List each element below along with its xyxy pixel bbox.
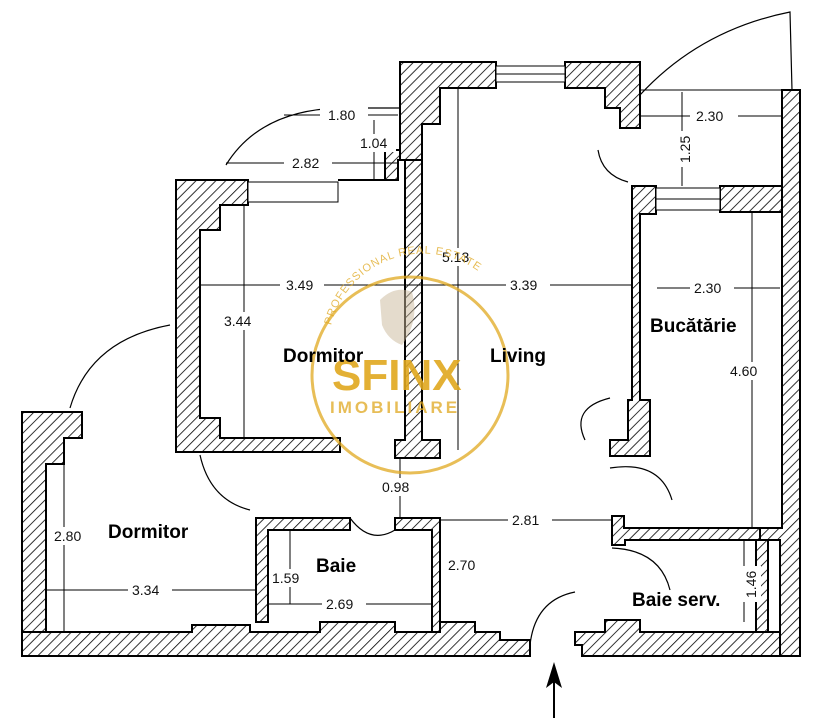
dim-3-39: 3.39 — [510, 277, 537, 293]
watermark-brand: SFINX — [332, 351, 462, 400]
wall-bottom-left — [21, 621, 531, 657]
room-label-dormitor-lower: Dormitor — [108, 522, 189, 543]
dim-2-69: 2.69 — [326, 596, 353, 612]
wall-upper-bedroom-left — [175, 179, 341, 453]
dim-1-04: 1.04 — [360, 135, 387, 151]
wall-top-right — [564, 61, 641, 129]
dim-1-80: 1.80 — [328, 107, 355, 123]
wall-left-bedroom — [21, 411, 83, 633]
dim-5-13: 5.13 — [442, 249, 469, 265]
sphinx-head-icon — [380, 289, 415, 345]
dim-2-80: 2.80 — [54, 528, 81, 544]
dim-2-70: 2.70 — [448, 557, 475, 573]
wall-bath-right — [394, 517, 441, 633]
watermark-subtitle: IMOBILIARE — [330, 398, 460, 417]
dim-2-30-top: 2.30 — [696, 108, 723, 124]
room-label-dormitor-upper: Dormitor — [283, 346, 364, 367]
room-label-bucatarie: Bucătărie — [650, 316, 737, 337]
window-upper-bedroom — [247, 181, 339, 203]
dim-1-46: 1.46 — [743, 571, 759, 598]
dim-1-59: 1.59 — [272, 570, 299, 586]
room-labels: Dormitor Living Bucătărie Dormitor Baie … — [108, 316, 737, 611]
dim-1-25: 1.25 — [677, 136, 693, 163]
dim-3-44: 3.44 — [224, 313, 251, 329]
dim-3-34: 3.34 — [132, 582, 159, 598]
dim-0-98: 0.98 — [382, 479, 409, 495]
wall-kitchen-top — [719, 185, 786, 213]
dim-2-30-kitchen: 2.30 — [694, 280, 721, 296]
wall-kitchen-partition — [609, 185, 657, 457]
walls — [21, 61, 801, 657]
windows — [247, 65, 721, 211]
wall-service-bath — [611, 515, 761, 546]
wall-center-partition — [394, 159, 441, 459]
room-label-baie: Baie — [316, 556, 356, 577]
room-label-living: Living — [490, 346, 546, 367]
wall-right — [759, 89, 801, 657]
dim-2-81: 2.81 — [512, 512, 539, 528]
dim-2-82: 2.82 — [292, 155, 319, 171]
arrow-up-icon — [546, 662, 562, 718]
dimension-labels: 1.80 1.04 2.82 2.30 1.25 5.13 3.49 3.39 … — [52, 106, 770, 613]
room-label-baie-serv: Baie serv. — [632, 590, 720, 611]
wall-top-center — [399, 61, 497, 161]
dim-3-49: 3.49 — [286, 277, 313, 293]
door-swings — [199, 149, 673, 646]
dim-4-60: 4.60 — [730, 363, 757, 379]
